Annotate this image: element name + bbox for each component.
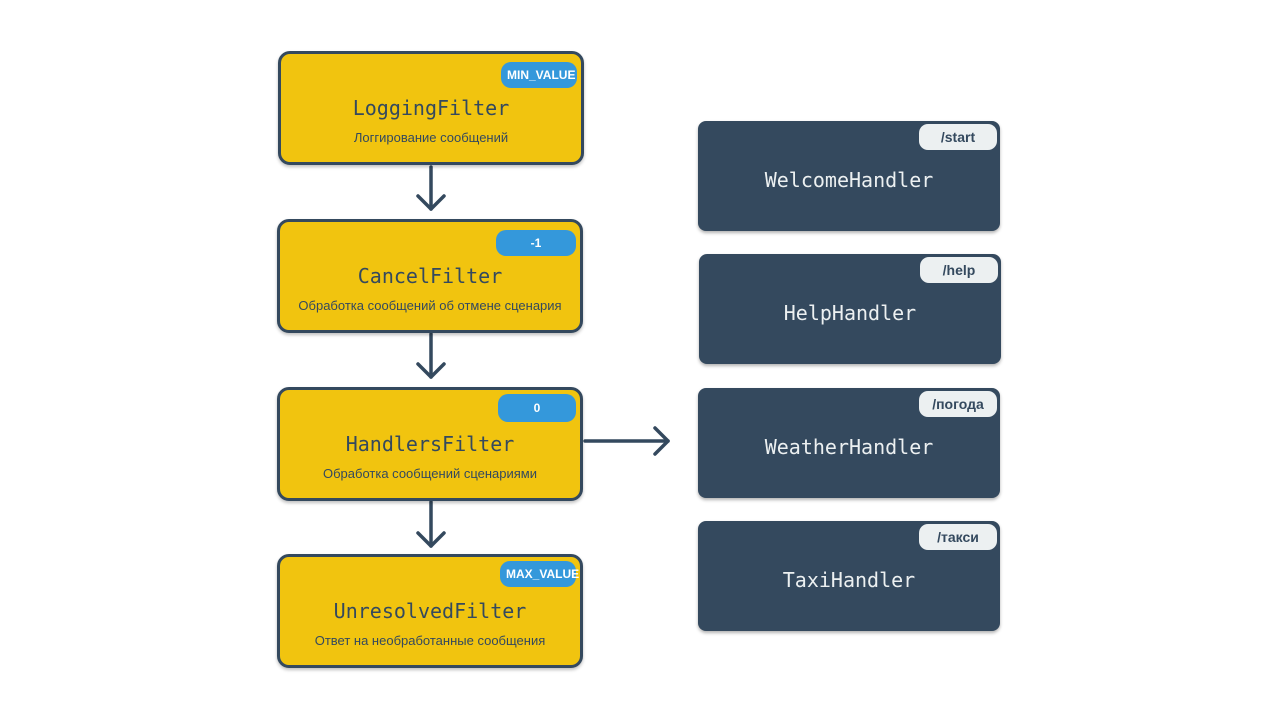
filter-description: Обработка сообщений сценариями — [323, 466, 537, 481]
handler-weather: /погода WeatherHandler — [698, 388, 1000, 498]
handler-welcome: /start WelcomeHandler — [698, 121, 1000, 231]
order-badge: MIN_VALUE — [501, 62, 577, 88]
arrow-logging-to-cancel — [416, 165, 446, 211]
handler-taxi: /такси TaxiHandler — [698, 521, 1000, 631]
handler-title: WeatherHandler — [764, 435, 934, 459]
arrow-handlers-to-handler-group — [583, 426, 670, 456]
handler-title: WelcomeHandler — [764, 168, 934, 192]
filter-title: HandlersFilter — [345, 432, 515, 456]
handler-title: TaxiHandler — [782, 568, 916, 592]
filter-unresolved: MAX_VALUE UnresolvedFilter Ответ на необ… — [277, 554, 583, 668]
filter-description: Логгирование сообщений — [353, 130, 509, 145]
filter-title: LoggingFilter — [352, 96, 510, 120]
filter-description: Обработка сообщений об отмене сценария — [298, 298, 562, 313]
order-badge: 0 — [498, 394, 576, 422]
filter-logging: MIN_VALUE LoggingFilter Логгирование соо… — [278, 51, 584, 165]
filter-title: UnresolvedFilter — [333, 599, 527, 623]
command-chip: /погода — [919, 391, 997, 417]
command-chip: /help — [920, 257, 998, 283]
order-badge: MAX_VALUE — [500, 561, 579, 587]
filter-title: CancelFilter — [357, 264, 503, 288]
arrow-cancel-to-handlers — [416, 332, 446, 379]
command-chip: /такси — [919, 524, 997, 550]
arrow-handlers-to-unresolved — [416, 500, 446, 548]
order-badge: -1 — [496, 230, 576, 256]
filter-description: Ответ на необработанные сообщения — [314, 633, 546, 648]
handler-title: HelpHandler — [783, 301, 917, 325]
filter-cancel: -1 CancelFilter Обработка сообщений об о… — [277, 219, 583, 333]
command-chip: /start — [919, 124, 997, 150]
handler-help: /help HelpHandler — [699, 254, 1001, 364]
filter-handlers: 0 HandlersFilter Обработка сообщений сце… — [277, 387, 583, 501]
